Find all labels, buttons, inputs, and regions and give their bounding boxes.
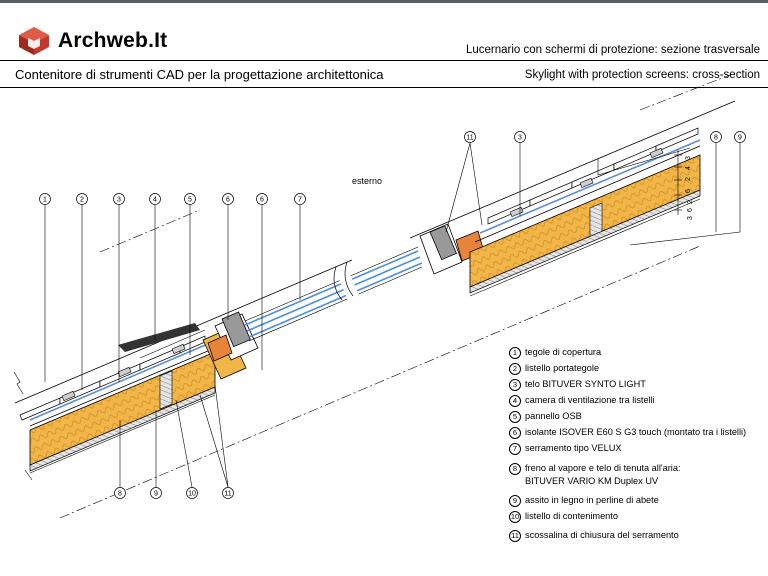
legend-text: listello portategole: [525, 363, 600, 373]
subtitle-italian: Contenitore di strumenti CAD per la prog…: [15, 67, 384, 82]
svg-text:2: 2: [80, 197, 84, 204]
svg-text:9: 9: [738, 135, 742, 142]
insulation-right: [469, 154, 701, 288]
top-bar: [0, 0, 768, 3]
legend-text: tegole di copertura: [525, 347, 602, 357]
dimension-label: 4: [685, 166, 692, 170]
legend-number: 7: [509, 443, 521, 455]
legend-text: scossalina di chiusura del serramento: [525, 530, 679, 540]
legend-text-line2: BITUVER VARIO KM Duplex UV: [525, 476, 659, 486]
svg-text:3: 3: [518, 135, 522, 142]
callouts-bottom: 8 9 10 11: [114, 487, 234, 499]
legend-text: pannello OSB: [525, 411, 582, 421]
tile-battens: [61, 343, 186, 401]
svg-text:8: 8: [118, 491, 122, 498]
callout-bottom-8: 8: [114, 487, 126, 499]
dimension-label: 6: [685, 189, 692, 193]
dimension-label: 3: [685, 156, 692, 160]
callout-bottom-11: 11: [222, 487, 234, 499]
dimension-label: 6: [687, 208, 694, 212]
svg-text:3: 3: [117, 197, 121, 204]
legend-text: assito in legno in perline di abete: [525, 495, 659, 505]
flashing-lower: [207, 334, 233, 362]
legend-text: serramento tipo VELUX: [525, 443, 622, 453]
title-italian: Lucernario con schermi di protezione: se…: [465, 44, 760, 56]
dimension-label: 2: [687, 200, 694, 204]
header-divider-bottom: [0, 87, 768, 88]
roof-right-section: [409, 100, 736, 297]
legend-text: camera di ventilazione tra listelli: [525, 395, 655, 405]
legend-number: 11: [509, 530, 521, 542]
dimension-label: 3: [687, 216, 694, 220]
svg-text:6: 6: [226, 197, 230, 204]
dimension-labels: 3 4 2 6 2 6 3: [685, 156, 694, 220]
svg-text:1: 1: [43, 197, 47, 204]
svg-text:9: 9: [154, 491, 158, 498]
svg-text:7: 7: [298, 197, 302, 204]
svg-text:8: 8: [714, 135, 718, 142]
legend-text: freno al vapore e telo di tenuta all'ari…: [525, 463, 681, 473]
callout-top-7: 7: [294, 193, 306, 205]
svg-text:10: 10: [188, 491, 196, 498]
outside-label: esterno: [352, 176, 382, 186]
callout-top-8: 8: [710, 131, 722, 143]
callouts-top: 1 2 3 4 5 6 6 7 11 3 8 9: [39, 131, 746, 205]
window-frame-lower: [202, 311, 259, 380]
legend-number: 5: [509, 411, 521, 423]
callout-top-1: 1: [39, 193, 51, 205]
legend-number: 8: [509, 463, 521, 475]
window-frame-upper: [419, 223, 485, 275]
callout-top-5: 5: [184, 193, 196, 205]
boarding-left: [29, 386, 216, 472]
callout-top-6: 6: [222, 193, 234, 205]
callout-top-9: 9: [734, 131, 746, 143]
legend-number: 9: [509, 495, 521, 507]
legend-number: 2: [509, 363, 521, 375]
svg-text:11: 11: [224, 491, 231, 498]
dimension-label: 2: [685, 177, 692, 181]
legend-number: 6: [509, 427, 521, 439]
legend-text: telo BITUVER SYNTO LIGHT: [525, 379, 646, 389]
callout-top-3: 3: [514, 131, 526, 143]
svg-text:11: 11: [466, 135, 473, 142]
legend-number: 1: [509, 347, 521, 359]
callout-bottom-10: 10: [186, 487, 198, 499]
svg-text:6: 6: [260, 197, 264, 204]
title-english: Skylight with protection screens: cross-…: [524, 69, 760, 81]
callout-top-2: 2: [76, 193, 88, 205]
legend-text: listello di contenimento: [525, 511, 618, 521]
callout-top-4: 4: [149, 193, 161, 205]
legend-number: 4: [509, 395, 521, 407]
header-divider: [0, 60, 768, 61]
callout-top-11: 11: [464, 131, 476, 143]
brand-name[interactable]: Archweb.It: [58, 29, 168, 52]
membrane-left: [29, 342, 211, 421]
legend-text: isolante ISOVER E60 S G3 touch (montato …: [525, 427, 747, 437]
callout-bottom-9: 9: [150, 487, 162, 499]
callout-top-6: 6: [256, 193, 268, 205]
legend-number: 3: [509, 379, 521, 391]
callout-top-3: 3: [113, 193, 125, 205]
legend-number: 10: [509, 511, 521, 523]
roof-left-section: [13, 259, 353, 481]
archweb-logo-icon: [19, 27, 49, 55]
svg-text:5: 5: [188, 197, 192, 204]
svg-text:4: 4: [153, 197, 157, 204]
